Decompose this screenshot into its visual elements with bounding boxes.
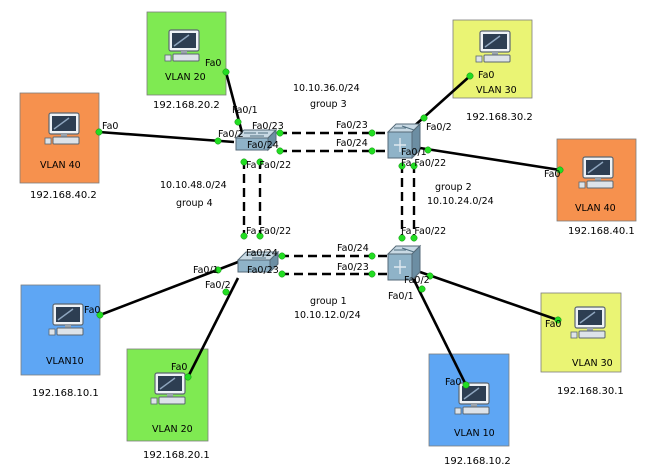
pc-port-label: Fa0 xyxy=(478,70,494,81)
pc-icon-vlan10-left[interactable] xyxy=(48,303,84,336)
port-label: Fa Fa0/22 xyxy=(246,160,291,171)
port-label: Fa0/1 xyxy=(193,265,219,276)
link-pc20bottom-sw xyxy=(186,277,240,378)
link-pc20top-sw xyxy=(224,71,246,141)
pc-vlan-label: VLAN 30 xyxy=(476,85,517,96)
pc-icon-vlan30-top[interactable] xyxy=(475,30,511,63)
pc-icon-vlan40-left[interactable] xyxy=(44,112,80,145)
port-label: Fa0/24 xyxy=(336,138,368,149)
pc-port-label: Fa0 xyxy=(171,362,187,373)
port-label: Fa0/24 xyxy=(337,243,369,254)
port-label: Fa0/23 xyxy=(252,121,284,132)
pc-ip-label: 192.168.40.1 xyxy=(568,226,635,237)
pc-vlan-label: VLAN 20 xyxy=(152,424,193,435)
pc-port-label: Fa0 xyxy=(445,377,461,388)
pc-ip-label: 192.168.30.2 xyxy=(466,112,533,123)
port-label: Fa Fa0/22 xyxy=(246,226,291,237)
link-pc30right-sw xyxy=(419,270,559,322)
port-label: Fa Fa0/22 xyxy=(401,158,446,169)
pc-icon-vlan20-top[interactable] xyxy=(164,29,200,62)
port-label: Fa0/1 xyxy=(401,147,427,158)
port-label: Fa0/2 xyxy=(218,129,244,140)
pc-ip-label: 192.168.40.2 xyxy=(30,190,97,201)
port-label: Fa0/2 xyxy=(404,275,430,286)
pc-port-label: Fa0 xyxy=(84,305,100,316)
port-label: Fa0/2 xyxy=(426,122,452,133)
pc-vlan-label: VLAN 10 xyxy=(454,428,495,439)
pc-vlan-label: VLAN 30 xyxy=(572,358,613,369)
port-label: Fa0/1 xyxy=(232,105,258,116)
port-label: Fa0/23 xyxy=(247,265,279,276)
group3-subnet-label: 10.10.36.0/24 xyxy=(293,83,360,94)
port-label: Fa0/23 xyxy=(336,120,368,131)
port-label: Fa Fa0/22 xyxy=(401,226,446,237)
link-pc30top-sw xyxy=(411,75,471,129)
group1-subnet-label: 10.10.12.0/24 xyxy=(294,310,361,321)
link-pc10bottom-sw xyxy=(411,277,468,386)
pc-vlan-label: VLAN 40 xyxy=(575,203,616,214)
pc-icon-vlan20-bottom[interactable] xyxy=(150,372,186,405)
port-label: Fa0/24 xyxy=(247,140,279,151)
port-label: Fa0/1 xyxy=(388,291,414,302)
pc-icon-vlan30-right[interactable] xyxy=(570,306,606,339)
pc-port-label: Fa0 xyxy=(544,169,560,180)
pc-box-vlan30-right xyxy=(540,292,622,373)
port-label: Fa0/2 xyxy=(205,280,231,291)
pc-ip-label: 192.168.10.2 xyxy=(444,456,511,467)
group1-name-label: group 1 xyxy=(310,296,347,307)
group4-subnet-label: 10.10.48.0/24 xyxy=(160,180,227,191)
pc-vlan-label: VLAN 40 xyxy=(40,160,81,171)
port-status-dots xyxy=(95,68,564,389)
pc-port-label: Fa0 xyxy=(545,319,561,330)
pc-ip-label: 192.168.30.1 xyxy=(557,386,624,397)
port-label: Fa0/23 xyxy=(337,262,369,273)
pc-port-label: Fa0 xyxy=(205,58,221,69)
pc-port-label: Fa0 xyxy=(102,121,118,132)
group4-name-label: group 4 xyxy=(176,198,213,209)
link-pc40left-sw xyxy=(98,130,235,144)
link-pc40right-sw xyxy=(419,146,561,172)
pc-ip-label: 192.168.20.2 xyxy=(153,100,220,111)
group3-name-label: group 3 xyxy=(310,99,347,110)
group2-name-label: group 2 xyxy=(435,182,472,193)
pc-vlan-label: VLAN10 xyxy=(46,356,84,367)
pc-icon-vlan40-right[interactable] xyxy=(578,156,614,189)
port-label: Fa0/24 xyxy=(246,248,278,259)
pc-ip-label: 192.168.10.1 xyxy=(32,388,99,399)
pc-vlan-label: VLAN 20 xyxy=(165,72,206,83)
pc-ip-label: 192.168.20.1 xyxy=(143,450,210,461)
group2-subnet-label: 10.10.24.0/24 xyxy=(427,196,494,207)
